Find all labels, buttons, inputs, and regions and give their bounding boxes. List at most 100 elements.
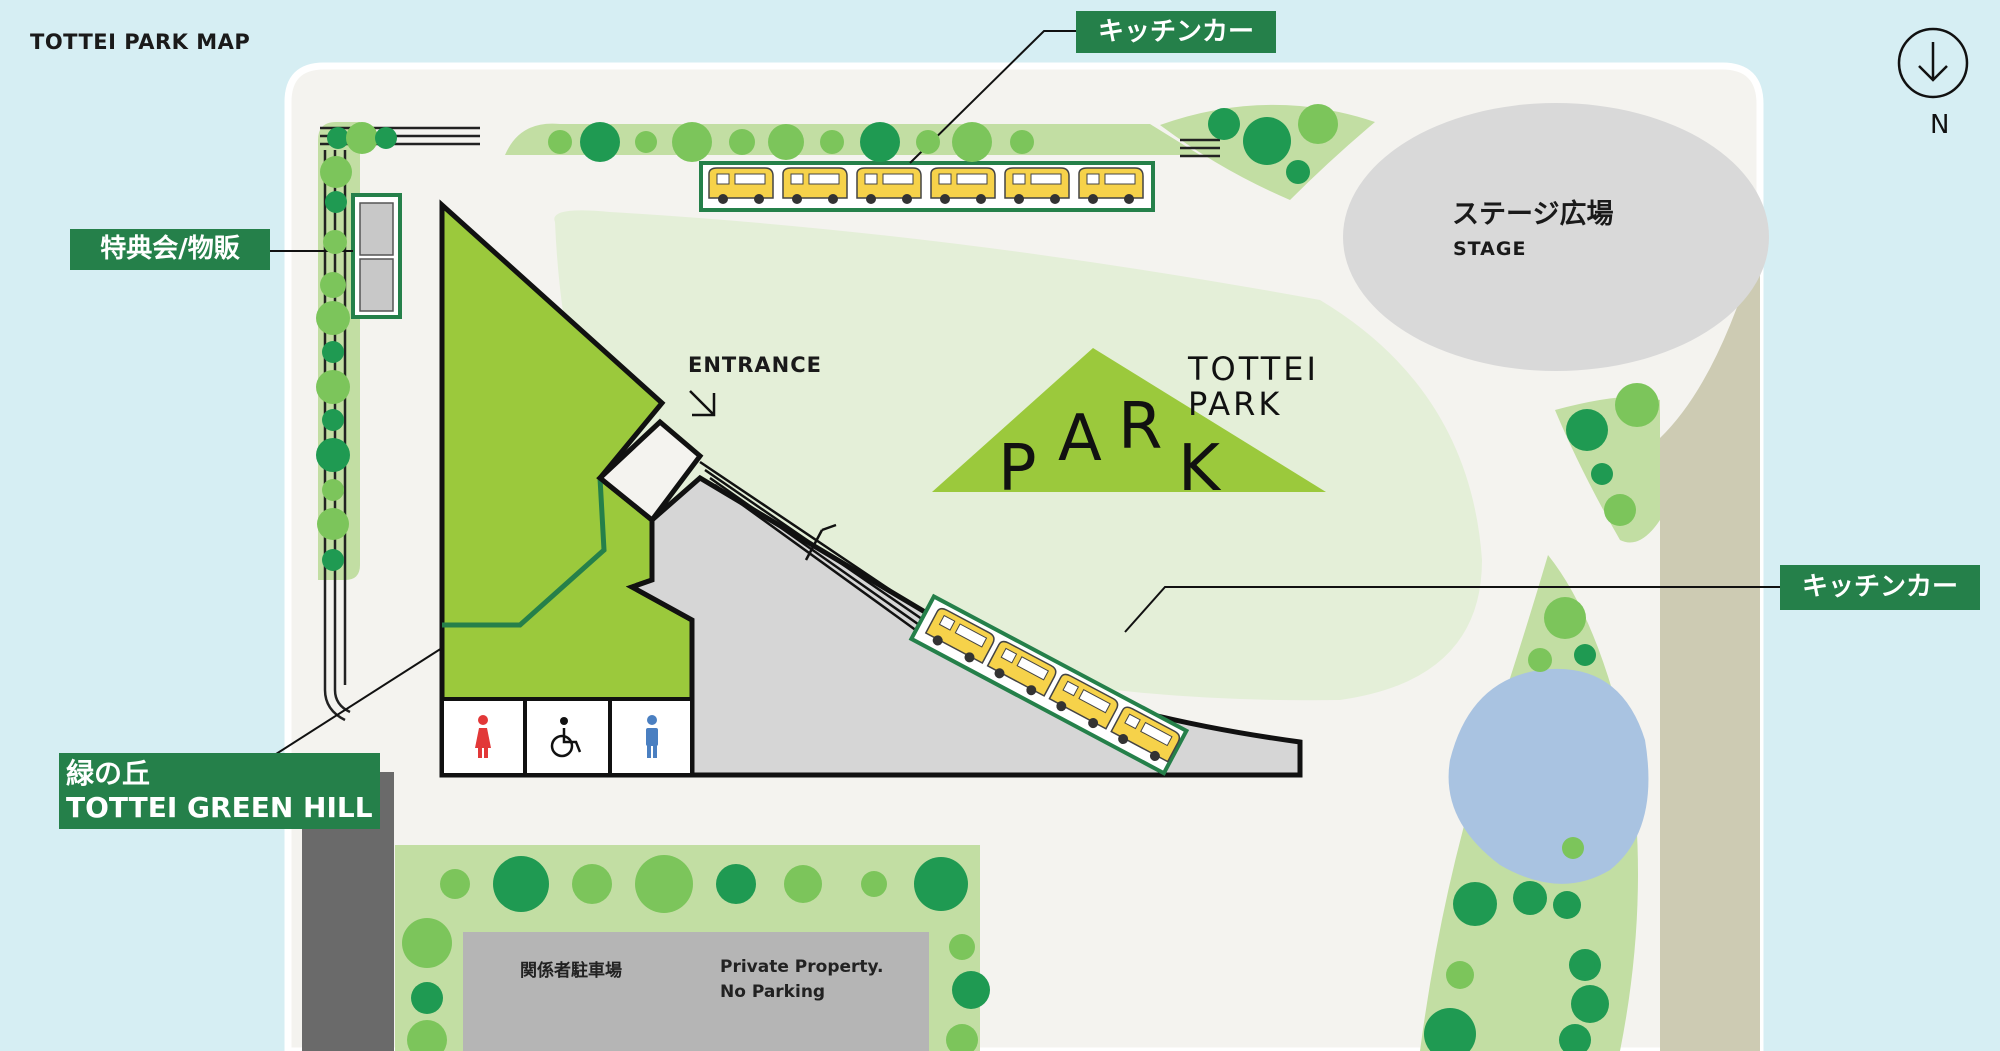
- tree-icon: [322, 341, 344, 363]
- entrance-gap: [596, 418, 704, 524]
- tree-icon: [322, 549, 344, 571]
- tree-icon: [716, 864, 756, 904]
- parking-lot: [463, 932, 929, 1051]
- tree-icon: [1424, 1008, 1476, 1051]
- green-hill-label: 緑の丘 TOTTEI GREEN HILL: [59, 753, 380, 829]
- tree-icon: [316, 438, 350, 472]
- kitchen-car-icon: [1048, 673, 1119, 730]
- tree-icon: [1553, 891, 1581, 919]
- tree-icon: [1513, 881, 1547, 915]
- wheelchair-toilet-icon: [550, 717, 582, 758]
- compass-icon: [1897, 27, 1969, 99]
- stage-name-ja: ステージ広場: [1452, 199, 1614, 230]
- tree-icon: [580, 122, 620, 162]
- tree-icon: [322, 409, 344, 431]
- tree-icon: [949, 934, 975, 960]
- tree-icon: [1010, 130, 1034, 154]
- tree-icon: [316, 370, 350, 404]
- tree-icon: [784, 865, 822, 903]
- tree-icon: [402, 918, 452, 968]
- tree-icon: [1528, 648, 1552, 672]
- park-logo-triangle: [932, 348, 1326, 492]
- tree-icon: [411, 982, 443, 1014]
- parking-note-line-2: No Parking: [720, 982, 826, 1002]
- kitchen-car-icon: [924, 607, 995, 665]
- pond: [1448, 668, 1649, 884]
- tree-icon: [322, 479, 344, 501]
- kitchen-car-icon: [1078, 167, 1144, 204]
- tree-icon: [1591, 463, 1613, 485]
- tree-icon: [729, 129, 755, 155]
- tree-icon: [323, 230, 347, 254]
- tree-icon: [860, 122, 900, 162]
- tree-icon: [317, 508, 349, 540]
- tree-icon: [1544, 597, 1586, 639]
- tree-icon: [1571, 985, 1609, 1023]
- tree-icon: [1604, 494, 1636, 526]
- parking-note-line-1: Private Property.: [720, 957, 884, 977]
- tree-icon: [572, 864, 612, 904]
- kitchen-car-label-right: キッチンカー: [1780, 565, 1980, 610]
- tree-icon: [1562, 837, 1584, 859]
- kitchen-car-icon: [708, 167, 774, 204]
- tree-icon: [1208, 108, 1240, 140]
- kitchen-car-icon: [930, 167, 996, 204]
- stage-name-en: STAGE: [1453, 238, 1527, 260]
- tree-icon: [820, 130, 844, 154]
- kitchen-car-row-top: [699, 161, 1155, 212]
- tree-icon: [635, 131, 657, 153]
- tree-icon: [914, 857, 968, 911]
- brand-line-1: TOTTEI: [1188, 350, 1319, 388]
- tree-icon: [346, 122, 378, 154]
- green-hill-label-en: TOTTEI GREEN HILL: [66, 791, 373, 824]
- tree-icon: [1574, 644, 1596, 666]
- tree-icon: [548, 130, 572, 154]
- entrance-arrow-icon: [689, 390, 716, 417]
- tree-icon: [1243, 117, 1291, 165]
- kitchen-car-icon: [1110, 706, 1181, 763]
- tree-icon: [1566, 409, 1608, 451]
- male-toilet-icon: [646, 715, 658, 758]
- tree-icon: [916, 130, 940, 154]
- tree-icon: [952, 122, 992, 162]
- tree-icon: [440, 869, 470, 899]
- tan-strip: [1660, 236, 1760, 1051]
- tree-icon: [952, 971, 990, 1009]
- tree-icon: [1615, 383, 1659, 427]
- entrance-label: ENTRANCE: [688, 353, 822, 377]
- female-toilet-icon: [475, 715, 491, 758]
- tree-icon: [407, 1020, 447, 1051]
- entrance-stairs: [699, 460, 936, 646]
- tree-icon: [768, 124, 804, 160]
- kitchen-car-icon: [782, 167, 848, 204]
- parking-name-ja: 関係者駐車場: [520, 961, 622, 981]
- parking-note: Private Property. No Parking: [720, 955, 884, 1005]
- walkway-lines: [320, 126, 1220, 722]
- brand-line-2: PARK: [1188, 385, 1283, 423]
- tokuten-label: 特典会/物販: [70, 229, 270, 270]
- green-hill-label-ja: 緑の丘: [66, 757, 151, 790]
- tree-icon: [320, 156, 352, 188]
- tree-icon: [320, 272, 346, 298]
- compass-north-label: N: [1930, 110, 1950, 140]
- hill-terrace-line: [442, 477, 607, 628]
- tree-icon: [672, 122, 712, 162]
- tokuten-kiosk: [351, 193, 402, 319]
- kitchen-car-row-right: [908, 593, 1190, 776]
- kitchen-car-label-top: キッチンカー: [1076, 11, 1276, 53]
- kitchen-car-icon: [1004, 167, 1070, 204]
- kitchen-car-icon: [986, 640, 1057, 697]
- tree-icon: [635, 855, 693, 913]
- tree-icon: [325, 191, 347, 213]
- tree-icon: [327, 127, 349, 149]
- tree-icon: [375, 127, 397, 149]
- tree-icon: [861, 871, 887, 897]
- tree-icon: [1298, 104, 1338, 144]
- tree-icon: [316, 301, 350, 335]
- stage-plaza: [1343, 103, 1769, 371]
- tree-icon: [493, 856, 549, 912]
- tree-icon: [1446, 961, 1474, 989]
- tree-icon: [1286, 160, 1310, 184]
- tree-icon: [946, 1024, 978, 1051]
